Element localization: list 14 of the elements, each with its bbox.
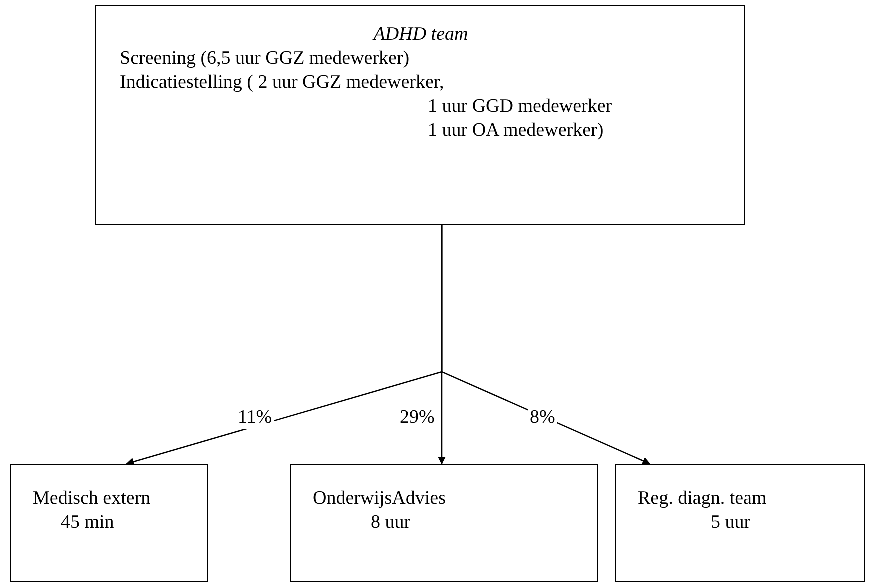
box-heading: ADHD team (372, 23, 470, 47)
process-box (615, 464, 865, 582)
box-text: 5 uur (711, 511, 751, 535)
process-box (290, 464, 598, 582)
box-text: OnderwijsAdvies (313, 487, 446, 511)
box-text: 45 min (61, 511, 114, 535)
process-box (95, 5, 745, 225)
process-box (10, 464, 208, 582)
box-text: Medisch extern (33, 487, 151, 511)
box-text: 8 uur (371, 511, 411, 535)
box-text: Indicatiestelling ( 2 uur GGZ medewerker, 1 uur GGD medewerker 1 uur OA medewerker) (120, 71, 614, 143)
box-text: Screening (6,5 uur GGZ medewerker) (120, 47, 410, 71)
arrow (441, 225, 651, 465)
box-text: Reg. diagn. team (638, 487, 767, 511)
